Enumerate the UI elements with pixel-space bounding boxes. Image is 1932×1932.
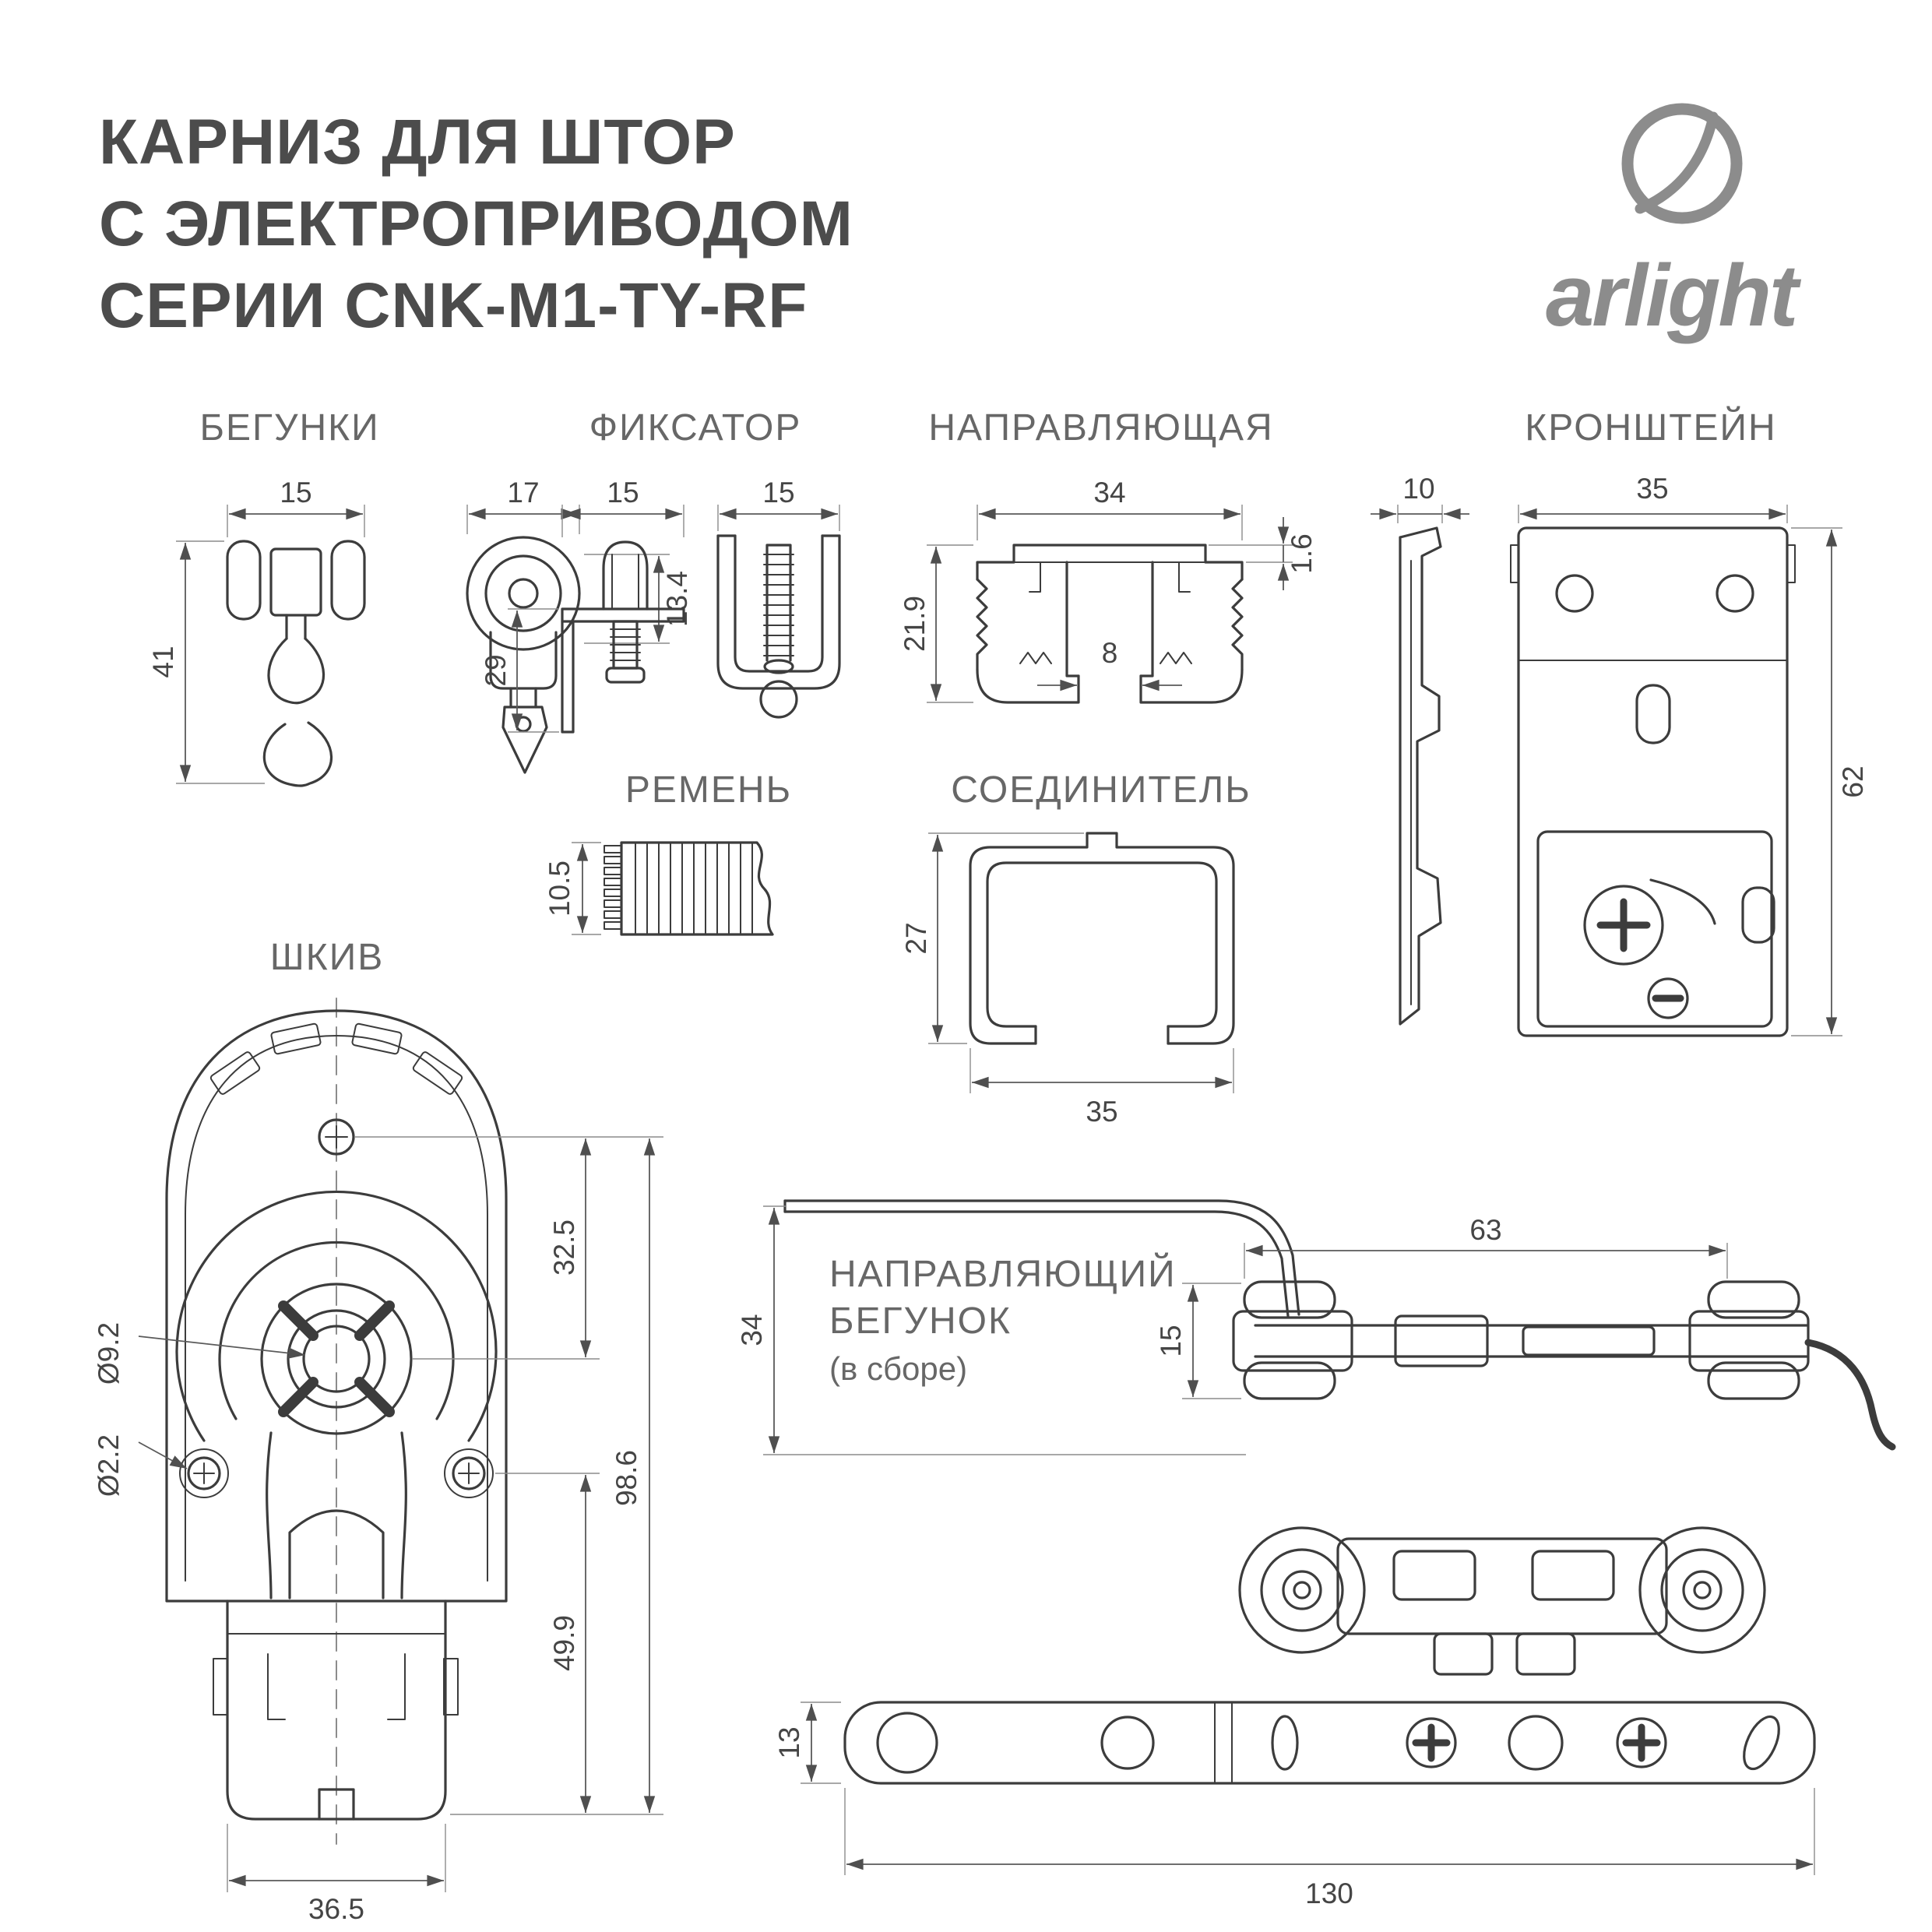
bracket-side-dims: 10 bbox=[1371, 473, 1469, 523]
dim-runner-63: 63 bbox=[1469, 1214, 1501, 1246]
dim-rail-1-6: 1.6 bbox=[1286, 533, 1318, 573]
bracket-side-profile-drawing bbox=[1399, 526, 1442, 1026]
pulley-side-screw-left bbox=[179, 1448, 229, 1498]
belt-dims: 10.5 bbox=[544, 842, 601, 935]
bracket-section: КРОНШТЕЙН 10 bbox=[1371, 406, 1869, 1037]
connector-dims: 27 35 bbox=[900, 832, 1234, 1128]
pulley-drawing bbox=[165, 998, 508, 1845]
section-label-belt: РЕМЕНЬ bbox=[625, 769, 792, 811]
rail-section: НАПРАВЛЯЮЩАЯ 34 21.9 1.6 8 bbox=[899, 407, 1318, 704]
bracket-front-drawing bbox=[1510, 526, 1796, 1037]
header: КАРНИЗ ДЛЯ ШТОР С ЭЛЕКТРОПРИВОДОМ СЕРИИ … bbox=[99, 103, 1804, 344]
dim-fiksator-15a: 15 bbox=[607, 477, 639, 509]
dim-pulley-dia-9-2: Ø9.2 bbox=[93, 1322, 125, 1385]
page-title-line3: СЕРИИ CNK-M1-TY-RF bbox=[99, 270, 808, 341]
fiksator-right-dims: 15 bbox=[717, 477, 840, 531]
dim-begunki-15: 15 bbox=[280, 477, 311, 509]
begunki-front-dims: 15 41 bbox=[147, 477, 365, 784]
runner-label-line1: НАПРАВЛЯЮЩИЙ bbox=[829, 1252, 1177, 1295]
fiksator-right-drawing bbox=[716, 534, 841, 719]
dim-bracket-35: 35 bbox=[1636, 473, 1668, 505]
pulley-side-screw-right bbox=[444, 1448, 494, 1498]
connector-drawing bbox=[969, 832, 1235, 1045]
belt-drawing bbox=[604, 841, 774, 936]
runner-front-view-drawing bbox=[1238, 1526, 1766, 1676]
bracket-front-dims: 35 62 bbox=[1518, 473, 1869, 1036]
rail-profile-drawing bbox=[976, 544, 1244, 704]
belt-section: РЕМЕНЬ 10.5 bbox=[544, 769, 792, 936]
page-title-line2: С ЭЛЕКТРОПРИВОДОМ bbox=[99, 188, 853, 259]
arlight-logo: arlight bbox=[1546, 103, 1804, 344]
dim-begunki-17: 17 bbox=[507, 477, 539, 509]
dim-fiksator-29: 29 bbox=[480, 654, 512, 686]
runner-bar-drawing bbox=[843, 1701, 1816, 1785]
begunki-front-view-drawing bbox=[226, 540, 366, 787]
runner-top-dims: 63 34 15 bbox=[736, 1205, 1728, 1455]
dim-pulley-49-9: 49.9 bbox=[548, 1615, 580, 1671]
dim-connector-35: 35 bbox=[1086, 1096, 1117, 1128]
dim-fiksator-15b: 15 bbox=[762, 477, 794, 509]
logo-swoosh-icon bbox=[1635, 111, 1719, 214]
fiksator-left-dims: 15 29 bbox=[480, 477, 684, 733]
dim-begunki-41: 41 bbox=[147, 646, 179, 677]
dim-rail-8: 8 bbox=[1102, 637, 1118, 669]
section-label-rail: НАПРАВЛЯЮЩАЯ bbox=[928, 407, 1273, 449]
runner-assembly-section: НАПРАВЛЯЮЩИЙ БЕГУНОК (в сборе) 63 bbox=[736, 1199, 1896, 1909]
runner-bar-screw-2 bbox=[1616, 1717, 1667, 1768]
dim-runner-13: 13 bbox=[773, 1726, 805, 1758]
pulley-section: ШКИВ bbox=[93, 937, 663, 1925]
runner-bar-screw-1 bbox=[1406, 1717, 1457, 1768]
dim-bracket-62: 62 bbox=[1837, 765, 1869, 797]
begunki-side-dims: 17 13.4 bbox=[466, 477, 693, 644]
logo-ring-icon bbox=[1621, 103, 1743, 224]
section-label-begunki: БЕГУНКИ bbox=[199, 407, 379, 449]
runner-bar-dims: 13 130 bbox=[773, 1701, 1815, 1909]
begunki-side-view-drawing bbox=[466, 536, 581, 774]
dim-begunki-13-4: 13.4 bbox=[661, 571, 693, 627]
rail-dims: 34 21.9 1.6 8 bbox=[899, 477, 1318, 703]
dim-pulley-32-5: 32.5 bbox=[548, 1219, 580, 1276]
dim-pulley-dia-2-2: Ø2.2 bbox=[93, 1434, 125, 1497]
dim-rail-21-9: 21.9 bbox=[899, 596, 931, 652]
dim-runner-130: 130 bbox=[1305, 1877, 1353, 1909]
dim-runner-15: 15 bbox=[1155, 1325, 1187, 1357]
logo-wordmark: arlight bbox=[1546, 247, 1802, 344]
fiksator-section: ФИКСАТОР 15 29 bbox=[480, 407, 841, 734]
pulley-dims: 32.5 98.6 49.9 Ø9.2 Ø2.2 36.5 bbox=[93, 1136, 663, 1925]
runner-label-line3: (в сборе) bbox=[829, 1350, 967, 1387]
section-label-fiksator: ФИКСАТОР bbox=[589, 407, 802, 449]
section-label-pulley: ШКИВ bbox=[270, 937, 384, 978]
dim-pulley-36-5: 36.5 bbox=[308, 1893, 364, 1925]
fiksator-left-drawing bbox=[561, 540, 685, 734]
dim-connector-27: 27 bbox=[900, 922, 932, 954]
section-label-bracket: КРОНШТЕЙН bbox=[1525, 406, 1776, 449]
connector-section: СОЕДИНИТЕЛЬ 27 35 bbox=[900, 769, 1251, 1128]
pulley-top-screw bbox=[318, 1118, 355, 1156]
dim-belt-10-5: 10.5 bbox=[544, 860, 575, 917]
runner-label-line2: БЕГУНОК bbox=[829, 1300, 1012, 1342]
dim-pulley-98-6: 98.6 bbox=[611, 1450, 642, 1506]
section-label-connector: СОЕДИНИТЕЛЬ bbox=[951, 769, 1251, 811]
begunki-section: БЕГУНКИ 15 41 bbox=[147, 407, 693, 787]
page-title-line1: КАРНИЗ ДЛЯ ШТОР bbox=[99, 107, 736, 178]
dim-bracket-10: 10 bbox=[1402, 473, 1434, 505]
dim-runner-34: 34 bbox=[736, 1314, 768, 1346]
dim-rail-34: 34 bbox=[1093, 477, 1125, 509]
